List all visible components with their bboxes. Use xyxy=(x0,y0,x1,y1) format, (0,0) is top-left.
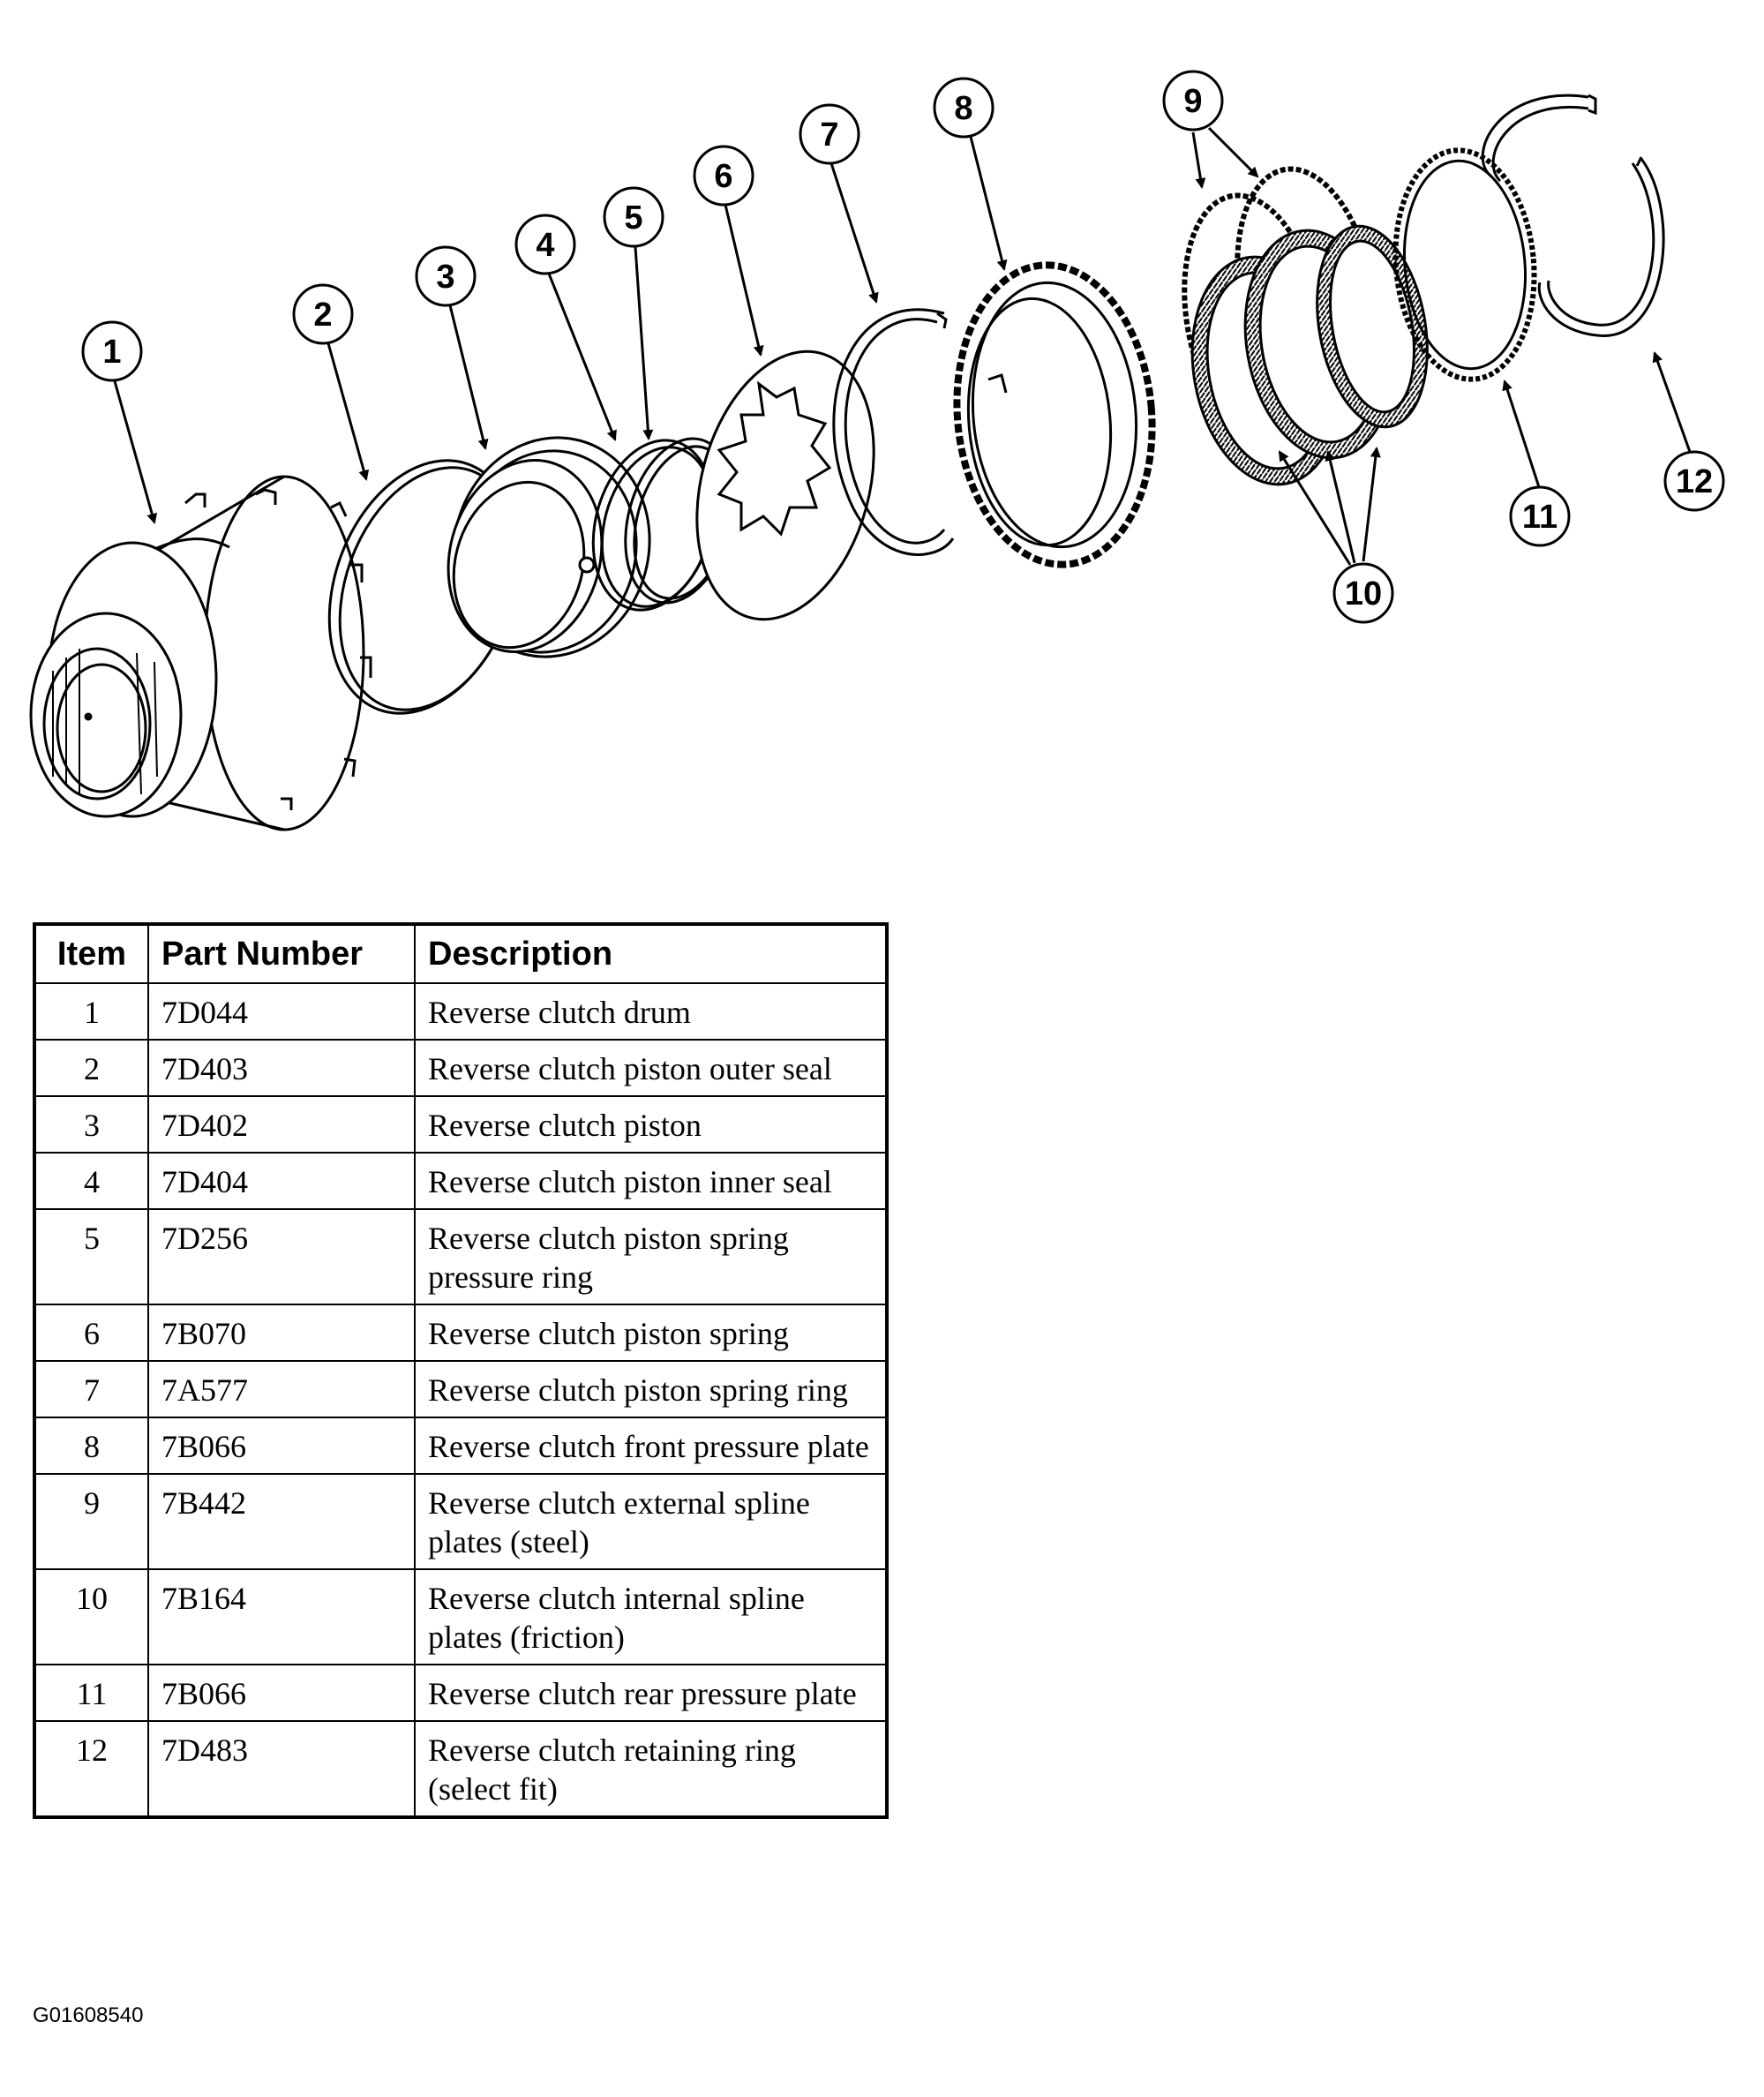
table-row: 11 7B066 Reverse clutch rear pressure pl… xyxy=(34,1664,888,1722)
table-row: 2 7D403 Reverse clutch piston outer seal xyxy=(34,1039,888,1097)
part-number-cell: 7D402 xyxy=(147,1095,416,1154)
callout-label-12: 12 xyxy=(1676,463,1713,500)
callout-7 xyxy=(799,103,860,165)
part-1-reverse-clutch-drum xyxy=(29,475,372,831)
figure-id: G01608540 xyxy=(33,2003,144,2027)
part-6-piston-spring xyxy=(695,350,875,621)
description-cell: Reverse clutch drum xyxy=(414,982,888,1041)
part-number-cell: 7D044 xyxy=(147,982,416,1041)
item-cell: 8 xyxy=(34,1417,149,1475)
description-cell: Reverse clutch rear pressure plate xyxy=(414,1664,888,1722)
part-number-cell: 7D403 xyxy=(147,1039,416,1097)
item-cell: 1 xyxy=(34,982,149,1041)
table-row: 8 7B066 Reverse clutch front pressure pl… xyxy=(34,1417,888,1475)
part-number-cell: 7D404 xyxy=(147,1152,416,1210)
column-header-item: Item xyxy=(34,923,149,984)
parts-table: Item Part Number Description 1 7D044 Rev… xyxy=(33,922,889,1819)
callout-label-3: 3 xyxy=(436,259,454,296)
description-cell: Reverse clutch piston inner seal xyxy=(414,1152,888,1210)
description-cell: Reverse clutch piston xyxy=(414,1095,888,1154)
part-12-retaining-ring xyxy=(1481,94,1665,337)
description-cell: Reverse clutch front pressure plate xyxy=(414,1417,888,1475)
description-cell: Reverse clutch piston spring ring xyxy=(414,1360,888,1418)
column-header-part-number: Part Number xyxy=(147,923,416,984)
item-cell: 2 xyxy=(34,1039,149,1097)
table-row: 10 7B164 Reverse clutch internal spline … xyxy=(34,1568,888,1665)
callout-label-5: 5 xyxy=(624,199,642,237)
table-row: 9 7B442 Reverse clutch external spline p… xyxy=(34,1473,888,1570)
callout-11 xyxy=(1509,485,1571,547)
part-3-piston xyxy=(447,436,651,658)
item-cell: 12 xyxy=(34,1720,149,1818)
callout-labels: 1 2 3 4 5 6 7 8 9 10 11 12 xyxy=(102,83,1713,613)
description-cell: Reverse clutch piston outer seal xyxy=(414,1039,888,1097)
item-cell: 6 xyxy=(34,1304,149,1362)
callout-6 xyxy=(693,145,754,207)
parts-9-10-clutch-plates xyxy=(1182,166,1429,486)
callout-label-7: 7 xyxy=(820,116,838,154)
item-cell: 9 xyxy=(34,1473,149,1570)
callout-label-11: 11 xyxy=(1522,499,1558,536)
callout-label-4: 4 xyxy=(536,227,554,264)
table-row: 5 7D256 Reverse clutch piston spring pre… xyxy=(34,1208,888,1305)
callout-10 xyxy=(1332,562,1394,624)
callout-9 xyxy=(1162,70,1224,132)
item-cell: 3 xyxy=(34,1095,149,1154)
item-cell: 7 xyxy=(34,1360,149,1418)
table-header-row: Item Part Number Description xyxy=(34,923,888,984)
description-cell: Reverse clutch external spline plates (s… xyxy=(414,1473,888,1570)
description-cell: Reverse clutch retaining ring (select fi… xyxy=(414,1720,888,1818)
part-number-cell: 7D256 xyxy=(147,1208,416,1305)
callout-label-8: 8 xyxy=(954,90,972,127)
part-number-cell: 7D483 xyxy=(147,1720,416,1818)
description-cell: Reverse clutch piston spring xyxy=(414,1304,888,1362)
item-cell: 11 xyxy=(34,1664,149,1722)
table-row: 12 7D483 Reverse clutch retaining ring (… xyxy=(34,1720,888,1818)
callout-1 xyxy=(81,320,143,382)
table-row: 4 7D404 Reverse clutch piston inner seal xyxy=(34,1152,888,1210)
part-number-cell: 7B066 xyxy=(147,1664,416,1722)
item-cell: 10 xyxy=(34,1568,149,1665)
part-11-rear-pressure-plate xyxy=(1392,147,1537,382)
part-number-cell: 7B164 xyxy=(147,1568,416,1665)
part-number-cell: 7B070 xyxy=(147,1304,416,1362)
table-row: 3 7D402 Reverse clutch piston xyxy=(34,1095,888,1154)
part-7-spring-ring xyxy=(832,308,955,556)
callout-3 xyxy=(415,245,477,307)
item-cell: 4 xyxy=(34,1152,149,1210)
callouts xyxy=(81,70,1725,624)
callout-12 xyxy=(1663,450,1725,512)
description-cell: Reverse clutch internal spline plates (f… xyxy=(414,1568,888,1665)
part-number-cell: 7A577 xyxy=(147,1360,416,1418)
item-cell: 5 xyxy=(34,1208,149,1305)
part-8-front-pressure-plate xyxy=(953,261,1156,568)
callout-4 xyxy=(514,214,576,275)
description-cell: Reverse clutch piston spring pressure ri… xyxy=(414,1208,888,1305)
table-row: 1 7D044 Reverse clutch drum xyxy=(34,982,888,1041)
column-header-description: Description xyxy=(414,923,888,984)
table-row: 7 7A577 Reverse clutch piston spring rin… xyxy=(34,1360,888,1418)
part-number-cell: 7B066 xyxy=(147,1417,416,1475)
callout-label-9: 9 xyxy=(1183,83,1202,120)
callout-label-2: 2 xyxy=(313,297,332,334)
callout-label-1: 1 xyxy=(102,334,121,371)
callout-leader-lines xyxy=(113,126,1692,566)
callout-5 xyxy=(603,186,664,248)
table-row: 6 7B070 Reverse clutch piston spring xyxy=(34,1304,888,1362)
exploded-view-diagram: 1 2 3 4 5 6 7 8 9 10 11 12 xyxy=(29,70,1725,831)
callout-8 xyxy=(933,77,995,139)
callout-label-10: 10 xyxy=(1345,575,1382,613)
part-number-cell: 7B442 xyxy=(147,1473,416,1570)
callout-label-6: 6 xyxy=(714,158,732,195)
callout-2 xyxy=(292,283,354,345)
